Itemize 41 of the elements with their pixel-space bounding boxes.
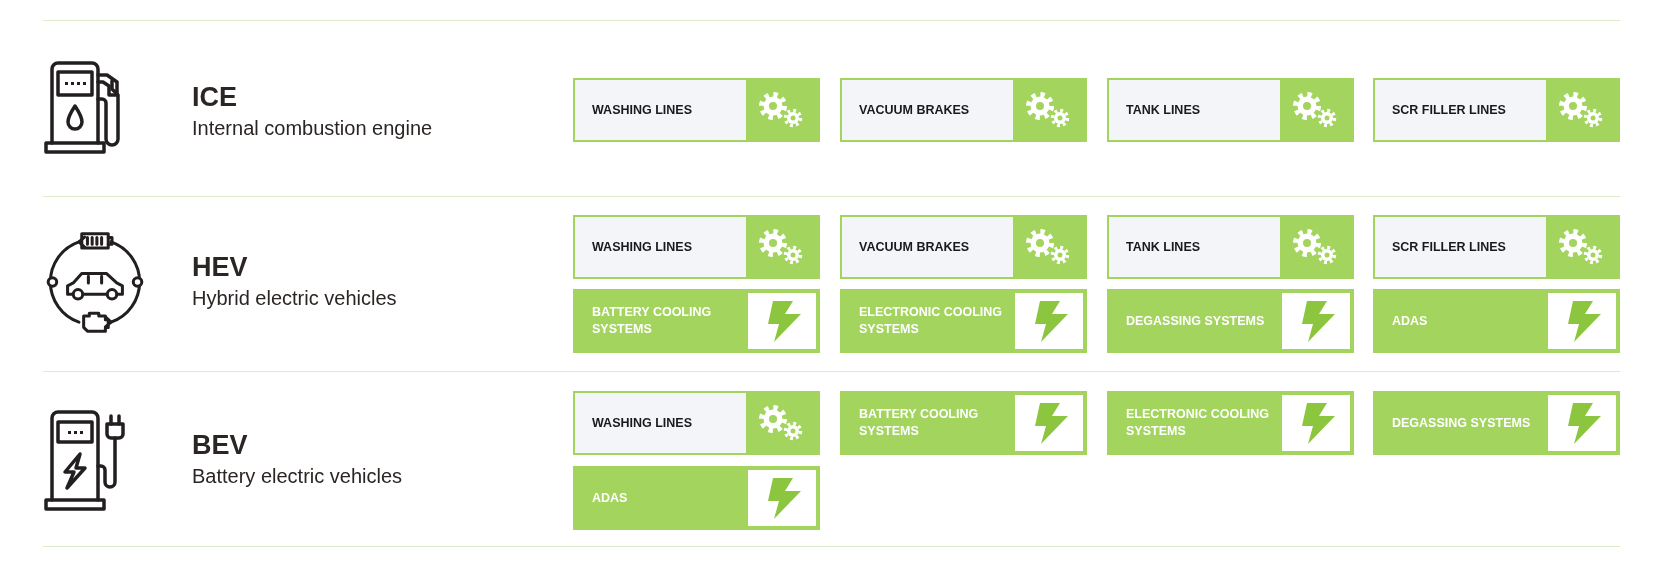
feature-label: ELECTRONIC COOLING SYSTEMS [1126,406,1271,440]
feature-tile [840,78,1087,142]
feature-label: WASHING LINES [592,414,693,432]
feature-label: TANK LINES [1126,101,1202,119]
feature-tile [1373,215,1620,279]
feature-tile [840,289,1087,353]
feature-label: ADAS [592,489,629,507]
category-heading: HEV [192,252,248,282]
feature-tile [840,215,1087,279]
feature-label: TANK LINES [1126,238,1202,256]
feature-tile [1373,289,1620,353]
feature-tile [573,466,820,530]
feature-label: VACUUM BRAKES [859,101,971,119]
feature-label: DEGASSING SYSTEMS [1126,312,1266,330]
feature-tile [1107,78,1354,142]
feature-tile [840,391,1087,455]
category-row [43,371,1620,547]
feature-label: ELECTRONIC COOLING SYSTEMS [859,304,1004,338]
feature-tile [573,215,820,279]
feature-label: DEGASSING SYSTEMS [1392,414,1532,432]
feature-tile [1373,78,1620,142]
feature-label: ADAS [1392,312,1429,330]
feature-label: SCR FILLER LINES [1392,238,1507,256]
feature-tile [1373,391,1620,455]
feature-label: WASHING LINES [592,101,693,119]
feature-tile [1107,215,1354,279]
category-heading: BEV [192,430,248,460]
category-description: Hybrid electric vehicles [192,286,397,310]
feature-tile [1107,391,1354,455]
feature-tile [573,289,820,353]
category-heading: ICE [192,82,237,112]
feature-label: BATTERY COOLING SYSTEMS [859,406,980,440]
feature-tile [573,78,820,142]
feature-label: VACUUM BRAKES [859,238,971,256]
feature-label: WASHING LINES [592,238,693,256]
feature-tile [1107,289,1354,353]
category-description: Internal combustion engine [192,116,433,140]
category-description: Battery electric vehicles [192,464,403,488]
feature-label: SCR FILLER LINES [1392,101,1507,119]
feature-label: BATTERY COOLING SYSTEMS [592,304,713,338]
feature-tile [573,391,820,455]
